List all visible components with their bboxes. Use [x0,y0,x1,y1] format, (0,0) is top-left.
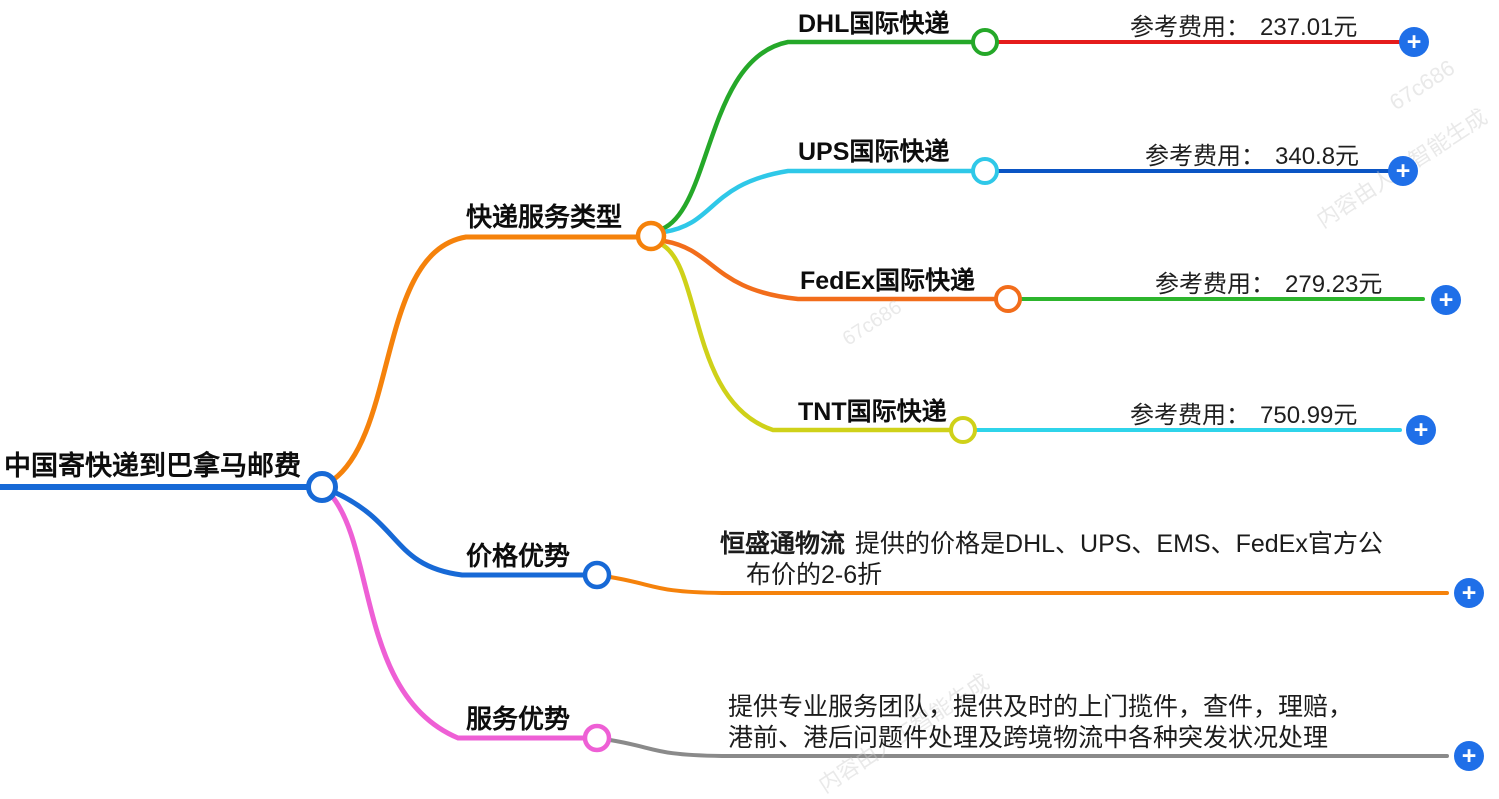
service-description-line2: 港前、港后问题件处理及跨境物流中各种突发状况处理 [728,724,1329,752]
add-child-button-ups[interactable]: + [1388,156,1418,186]
node-handle-price[interactable] [582,560,612,590]
price-description-line1: 恒盛通物流提供的价格是DHL、UPS、EMS、FedEx官方公 [720,529,1383,560]
fee-tnt-value: 750.99元 [1260,402,1358,429]
node-handle-fedex[interactable] [994,285,1022,313]
branch-service-label[interactable]: 服务优势 [466,704,571,734]
branch-service-types-label[interactable]: 快递服务类型 [466,202,623,232]
edge-tnt [658,241,952,433]
service-description[interactable]: 提供专业服务团队，提供及时的上门揽件，查件，理赔， 港前、港后问题件处理及跨境物… [728,692,1353,754]
add-child-button-tnt[interactable]: + [1406,415,1436,445]
edge-service [328,492,587,741]
brand-name: 恒盛通物流 [720,530,846,558]
price-line1-text: 提供的价格是DHL、UPS、EMS、FedEx官方公 [855,530,1383,558]
add-child-button-price[interactable]: + [1454,578,1484,608]
node-handle-dhl[interactable] [971,28,999,56]
fee-dhl-label: 参考费用： [1130,14,1250,41]
node-handle-tnt[interactable] [949,416,977,444]
mindmap-canvas [0,28,1449,758]
fee-fedex[interactable]: 参考费用： 279.23元 [1155,270,1382,300]
plus-icon: + [1395,156,1411,185]
edge-price [331,489,587,578]
node-handle-ups[interactable] [971,157,999,185]
add-child-button-service[interactable]: + [1454,741,1484,771]
plus-icon: + [1413,415,1429,444]
plus-icon: + [1461,741,1477,770]
price-desc-line [608,575,1449,595]
branch-price-label[interactable]: 价格优势 [466,541,571,571]
fee-dhl-value: 237.01元 [1260,14,1358,41]
add-child-button-dhl[interactable]: + [1399,27,1429,57]
node-handle-service-types[interactable] [635,220,667,252]
fee-ups[interactable]: 参考费用： 340.8元 [1145,142,1359,172]
service-description-line1: 提供专业服务团队，提供及时的上门揽件，查件，理赔， [728,693,1354,721]
node-dhl-label[interactable]: DHL国际快递 [798,10,950,38]
price-description[interactable]: 恒盛通物流提供的价格是DHL、UPS、EMS、FedEx官方公 布价的2-6折 [720,529,1383,591]
fee-fedex-label: 参考费用： [1155,271,1275,298]
node-handle-root[interactable] [306,471,338,503]
fee-tnt-label: 参考费用： [1130,402,1250,429]
edge-dhl [659,39,975,232]
node-tnt-label[interactable]: TNT国际快递 [798,398,947,426]
edge-service-types [330,234,640,483]
fee-fedex-value: 279.23元 [1285,271,1383,298]
root-node-label[interactable]: 中国寄快递到巴拿马邮费 [4,451,301,481]
node-fedex-label[interactable]: FedEx国际快递 [800,267,976,295]
edge-ups [661,168,975,235]
add-child-button-fedex[interactable]: + [1431,285,1461,315]
fee-ups-value: 340.8元 [1275,143,1360,170]
price-description-line2: 布价的2-6折 [746,561,883,589]
node-handle-service[interactable] [582,723,612,753]
fee-tnt[interactable]: 参考费用： 750.99元 [1130,401,1357,431]
plus-icon: + [1406,27,1422,56]
fee-dhl[interactable]: 参考费用： 237.01元 [1130,13,1357,43]
fee-ups-label: 参考费用： [1145,143,1265,170]
node-ups-label[interactable]: UPS国际快递 [798,138,950,166]
service-desc-line [608,738,1449,758]
plus-icon: + [1438,285,1454,314]
plus-icon: + [1461,578,1477,607]
edge-fedex [661,238,997,302]
